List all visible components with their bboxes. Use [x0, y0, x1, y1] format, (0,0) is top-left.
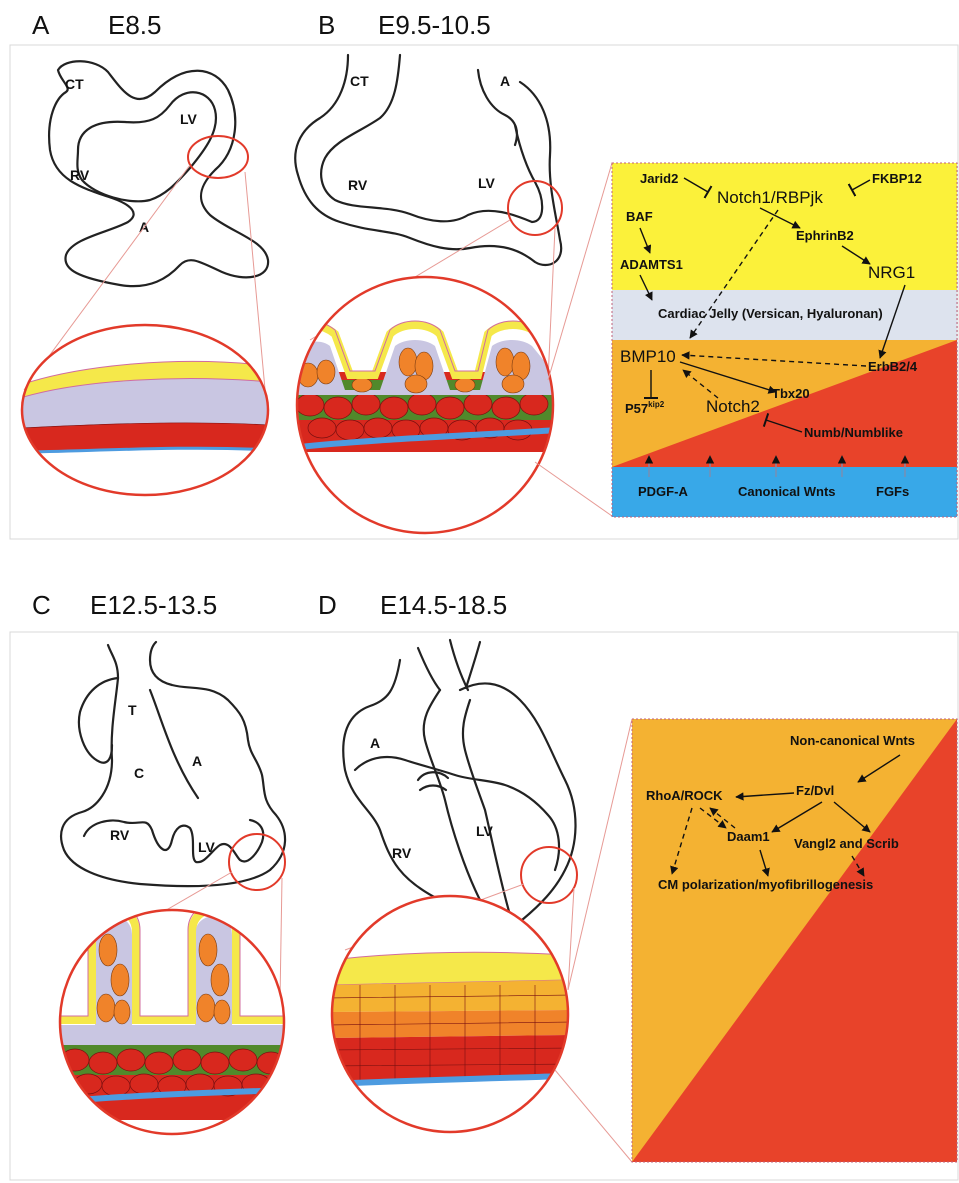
panel-c-label-a: A — [192, 753, 202, 769]
panel-b-label-rv: RV — [348, 177, 368, 193]
panel-a-stage: E8.5 — [108, 10, 162, 40]
gene-erbb2-4: ErbB2/4 — [868, 359, 918, 374]
panel-c-stage: E12.5-13.5 — [90, 590, 217, 620]
panel-b-heart-outline — [295, 55, 561, 265]
panel-a-label-ct: CT — [65, 76, 84, 92]
zoom-line — [568, 719, 632, 990]
gene-numb-numblike: Numb/Numblike — [804, 425, 903, 440]
panel-c-label-t: T — [128, 702, 137, 718]
cardiac-jelly-label: Cardiac Jelly (Versican, Hyaluronan) — [658, 306, 883, 321]
panel-d-heart-outline — [343, 640, 575, 924]
zoom-line — [548, 228, 555, 380]
panel-a-label-lv: LV — [180, 111, 198, 127]
panel-d-label-a: A — [370, 735, 380, 751]
panel-b-label-ct: CT — [350, 73, 369, 89]
gene-canonical-wnts: Canonical Wnts — [738, 484, 836, 499]
panel-b-label-lv: LV — [478, 175, 496, 191]
gene-fkbp12: FKBP12 — [872, 171, 922, 186]
panel-c-label-c: C — [134, 765, 144, 781]
panel-a-tissue-inset — [20, 320, 270, 500]
gene-baf: BAF — [626, 209, 653, 224]
gene-daam1: Daam1 — [727, 829, 770, 844]
pathway-box-d — [632, 719, 957, 1162]
zoom-line — [535, 462, 612, 516]
panel-b-label-a: A — [500, 73, 510, 89]
panel-c-letter: C — [32, 590, 51, 620]
panel-d-stage: E14.5-18.5 — [380, 590, 507, 620]
gene-ephrinb2: EphrinB2 — [796, 228, 854, 243]
gene-noncanonical-wnts: Non-canonical Wnts — [790, 733, 915, 748]
zoom-line — [548, 163, 612, 380]
panel-d-label-lv: LV — [476, 823, 494, 839]
panel-c-label-rv: RV — [110, 827, 130, 843]
panel-d-label-rv: RV — [392, 845, 412, 861]
panel-a-letter: A — [32, 10, 50, 40]
gene-tbx20: Tbx20 — [772, 386, 810, 401]
panel-b-stage: E9.5-10.5 — [378, 10, 491, 40]
panel-c-tissue-inset — [55, 905, 295, 1146]
gene-nrg1: NRG1 — [868, 263, 915, 282]
panel-c-label-lv: LV — [198, 839, 216, 855]
gene-adamts1: ADAMTS1 — [620, 257, 683, 272]
gene-notch1-rbpjk: Notch1/RBPjk — [717, 188, 823, 207]
zoom-line — [555, 1070, 632, 1162]
zoom-line — [280, 878, 282, 1000]
panel-b-tissue-inset — [290, 270, 560, 540]
panel-a-zoom-marker — [188, 136, 248, 178]
panel-c-heart-outline — [61, 642, 285, 886]
gene-notch2: Notch2 — [706, 397, 760, 416]
gene-cm-polarization: CM polarization/myofibrillogenesis — [658, 877, 873, 892]
panel-b-letter: B — [318, 10, 335, 40]
gene-bmp10: BMP10 — [620, 347, 676, 366]
gene-jarid2: Jarid2 — [640, 171, 678, 186]
gene-vangl2-scrib: Vangl2 and Scrib — [794, 836, 899, 851]
gene-rhoa-rock: RhoA/ROCK — [646, 788, 723, 803]
gene-pdgf-a: PDGF-A — [638, 484, 688, 499]
zoom-line — [568, 888, 574, 990]
gene-fgfs: FGFs — [876, 484, 909, 499]
panel-a-label-rv: RV — [70, 167, 90, 183]
gene-fz-dvl: Fz/Dvl — [796, 783, 834, 798]
panel-d-letter: D — [318, 590, 337, 620]
